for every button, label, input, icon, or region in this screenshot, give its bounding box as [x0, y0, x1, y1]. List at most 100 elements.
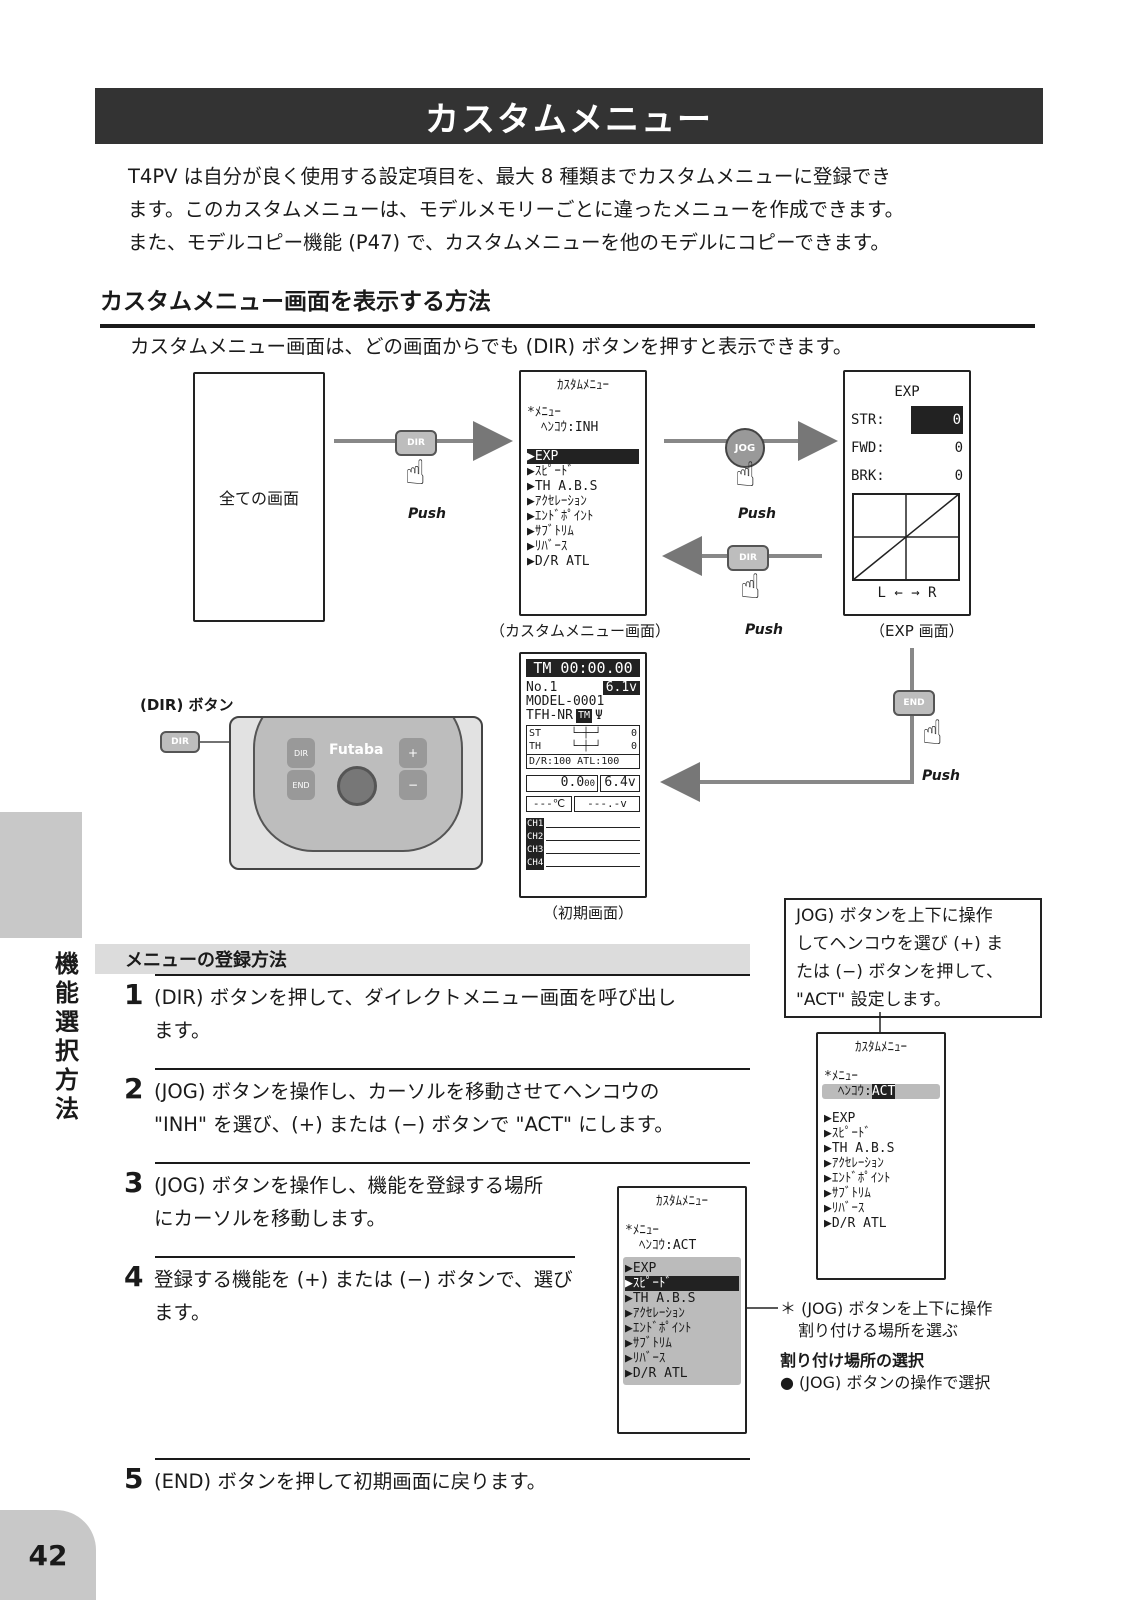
menu-item[interactable]: ▶ﾘﾊﾞｰｽ [625, 1351, 666, 1366]
intro-line: ます。このカスタムメニューは、モデルメモリーごとに違ったメニューを作成できます。 [128, 198, 905, 221]
menu-item[interactable]: ▶TH A.B.S [527, 479, 598, 494]
intro-text: T4PV は自分が良く使用する設定項目を、最大 8 種類までカスタムメニューに登… [128, 160, 1028, 259]
exp-label: STR: [851, 412, 885, 428]
tx-plus-button[interactable]: + [399, 738, 427, 768]
intro-line: T4PV は自分が良く使用する設定項目を、最大 8 種類までカスタムメニューに登… [128, 165, 891, 188]
exp-title: EXP [894, 384, 920, 400]
speed-value: 0.0 [560, 775, 585, 790]
antenna-icon: Ψ [595, 708, 603, 723]
act-screen: ｶｽﾀﾑﾒﾆｭｰ *ﾒﾆｭｰ ﾍﾝｺｳ:ACT ▶EXP ▶ｽﾋﾟｰﾄﾞ ▶TH… [816, 1032, 946, 1280]
henkou-value[interactable]: ACT [871, 1084, 896, 1099]
jog-dial[interactable] [337, 766, 377, 806]
menu-item[interactable]: ▶ｴﾝﾄﾞﾎﾟｲﾝﾄ [625, 1321, 692, 1336]
menu-item[interactable]: ▶ｱｸｾﾚｰｼｮﾝ [824, 1156, 884, 1171]
custom-screen-caption: （カスタムメニュー画面） [490, 622, 671, 640]
tx-minus-button[interactable]: − [399, 770, 427, 800]
step-text: 登録する機能を (+) または (−) ボタンで、選び [154, 1268, 573, 1291]
th-value: 0 [630, 741, 637, 752]
jog-button[interactable]: JOG [725, 428, 765, 468]
model-no: No.1 [526, 680, 558, 695]
exp-screen-caption: （EXP 画面） [870, 622, 964, 640]
menu-item[interactable]: ▶ﾘﾊﾞｰｽ [527, 539, 568, 554]
menu-item[interactable]: ▶EXP [527, 449, 639, 464]
trim-line: TFH-NR [526, 708, 573, 723]
dir-button[interactable]: DIR [395, 430, 437, 456]
channel-bar [546, 821, 640, 828]
menu-item[interactable]: ▶ﾘﾊﾞｰｽ [824, 1201, 865, 1216]
screen-title: ｶｽﾀﾑﾒﾆｭｰ [855, 1040, 907, 1055]
dir-button[interactable]: DIR [727, 545, 769, 571]
side-label: 機能選択方法 [55, 950, 79, 1123]
end-button[interactable]: END [893, 690, 935, 716]
tx-end-button[interactable]: END [287, 770, 315, 800]
push-label: Push [408, 506, 447, 522]
menu-item[interactable]: ▶EXP [824, 1111, 856, 1126]
speed-unit: 00 [584, 779, 595, 789]
exp-curve-graph [852, 493, 960, 581]
dir-button-label: (DIR) ボタン [140, 696, 234, 714]
exp-value[interactable]: 0 [954, 468, 963, 484]
home-screen-caption: （初期画面） [543, 904, 634, 922]
menu-item[interactable]: ▶D/R ATL [824, 1216, 887, 1231]
menu-item[interactable]: ▶ｽﾋﾟｰﾄﾞ [625, 1276, 739, 1291]
channel-bar [546, 834, 640, 841]
menu-item[interactable]: ▶ｻﾌﾞﾄﾘﾑ [527, 524, 574, 539]
exp-value[interactable]: 0 [954, 440, 963, 456]
section-heading: カスタムメニュー画面を表示する方法 [100, 282, 1035, 328]
menu-item[interactable]: ▶ｽﾋﾟｰﾄﾞ [527, 464, 574, 479]
brand-logo: Futaba [329, 742, 384, 758]
channel-bar [546, 860, 640, 867]
assign-note: ＊ (JOG) ボタンを上下に操作 割り付ける場所を選ぶ 割り付け場所の選択 ●… [780, 1298, 1080, 1394]
tm-badge: TM [575, 709, 593, 723]
henkou-value: ﾍﾝｺｳ:INH [541, 420, 599, 435]
callout-line: JOG) ボタンを上下に操作 [796, 906, 993, 926]
channel-bar [546, 847, 640, 854]
step-text: ます。 [154, 1019, 211, 1042]
menu-item[interactable]: ▶ｴﾝﾄﾞﾎﾟｲﾝﾄ [527, 509, 594, 524]
th-label: TH [529, 741, 542, 752]
exp-screen: EXP STR: 0 FWD: 0 BRK: 0 L ← → R [843, 370, 971, 616]
menu-item[interactable]: ▶ｱｸｾﾚｰｼｮﾝ [527, 494, 587, 509]
push-label: Push [745, 622, 784, 638]
step-text: (JOG) ボタンを操作し、機能を登録する場所 [154, 1174, 544, 1197]
dir-button[interactable]: DIR [160, 731, 200, 753]
st-value: 0 [630, 728, 637, 739]
step-text: にカーソルを移動します。 [154, 1207, 387, 1230]
menu-item[interactable]: ▶ｴﾝﾄﾞﾎﾟｲﾝﾄ [824, 1171, 891, 1186]
page-title: カスタムメニュー [95, 88, 1043, 144]
menu-item[interactable]: ▶ｽﾋﾟｰﾄﾞ [824, 1126, 871, 1141]
note-heading: 割り付け場所の選択 [780, 1351, 925, 1370]
menu-item[interactable]: ▶ｻﾌﾞﾄﾘﾑ [625, 1336, 672, 1351]
step-number: 4 [124, 1260, 144, 1293]
menu-item[interactable]: ▶D/R ATL [527, 554, 590, 569]
transmitter-illustration: Futaba DIR END + − [229, 716, 483, 870]
menu-item[interactable]: ▶TH A.B.S [824, 1141, 895, 1156]
channel-label: CH1 [526, 818, 545, 831]
menu-label: *ﾒﾆｭｰ [527, 405, 561, 420]
menu-item[interactable]: ▶ｱｸｾﾚｰｼｮﾝ [625, 1306, 685, 1321]
menu-item[interactable]: ▶TH A.B.S [625, 1291, 696, 1306]
trim-bar-icon: └─┼─┘ [570, 741, 602, 752]
act-callout: JOG) ボタンを上下に操作 してヘンコウを選び (+) ま たは (−) ボタ… [784, 898, 1042, 1018]
step-3: 3(JOG) ボタンを操作し、機能を登録する場所 にカーソルを移動します。 [124, 1166, 604, 1235]
assign-screen: ｶｽﾀﾑﾒﾆｭｰ *ﾒﾆｭｰ ﾍﾝｺｳ:ACT ▶EXP ▶ｽﾋﾟｰﾄﾞ ▶TH… [617, 1186, 747, 1434]
menu-item[interactable]: ▶ｻﾌﾞﾄﾘﾑ [824, 1186, 871, 1201]
menu-item[interactable]: ▶D/R ATL [625, 1366, 688, 1381]
exp-label: FWD: [851, 440, 885, 456]
menu-item[interactable]: ▶EXP [625, 1261, 657, 1276]
note-line: 割り付ける場所を選ぶ [798, 1321, 959, 1340]
divider [155, 1458, 750, 1460]
step-4: 4 登録する機能を (+) または (−) ボタンで、選び ます。 [124, 1260, 614, 1329]
step-text: ます。 [154, 1301, 211, 1324]
dr-atl-line: D/R:100 ATL:100 [526, 755, 640, 769]
exp-value[interactable]: 0 [911, 406, 963, 434]
step-number: 2 [124, 1072, 144, 1105]
henkou-label: ﾍﾝｺｳ: [838, 1084, 872, 1099]
henkou-value: ﾍﾝｺｳ:ACT [639, 1238, 697, 1253]
voltage-readout: ---.-v [574, 796, 640, 812]
tx-dir-button[interactable]: DIR [287, 738, 315, 768]
timer: TM 00:00.00 [526, 659, 640, 677]
screen-title: ｶｽﾀﾑﾒﾆｭｰ [656, 1194, 708, 1209]
home-screen: TM 00:00.00 No.1 6.1v MODEL-0001 TFH-NR … [519, 652, 647, 898]
hand-icon: ☝ [740, 567, 761, 607]
